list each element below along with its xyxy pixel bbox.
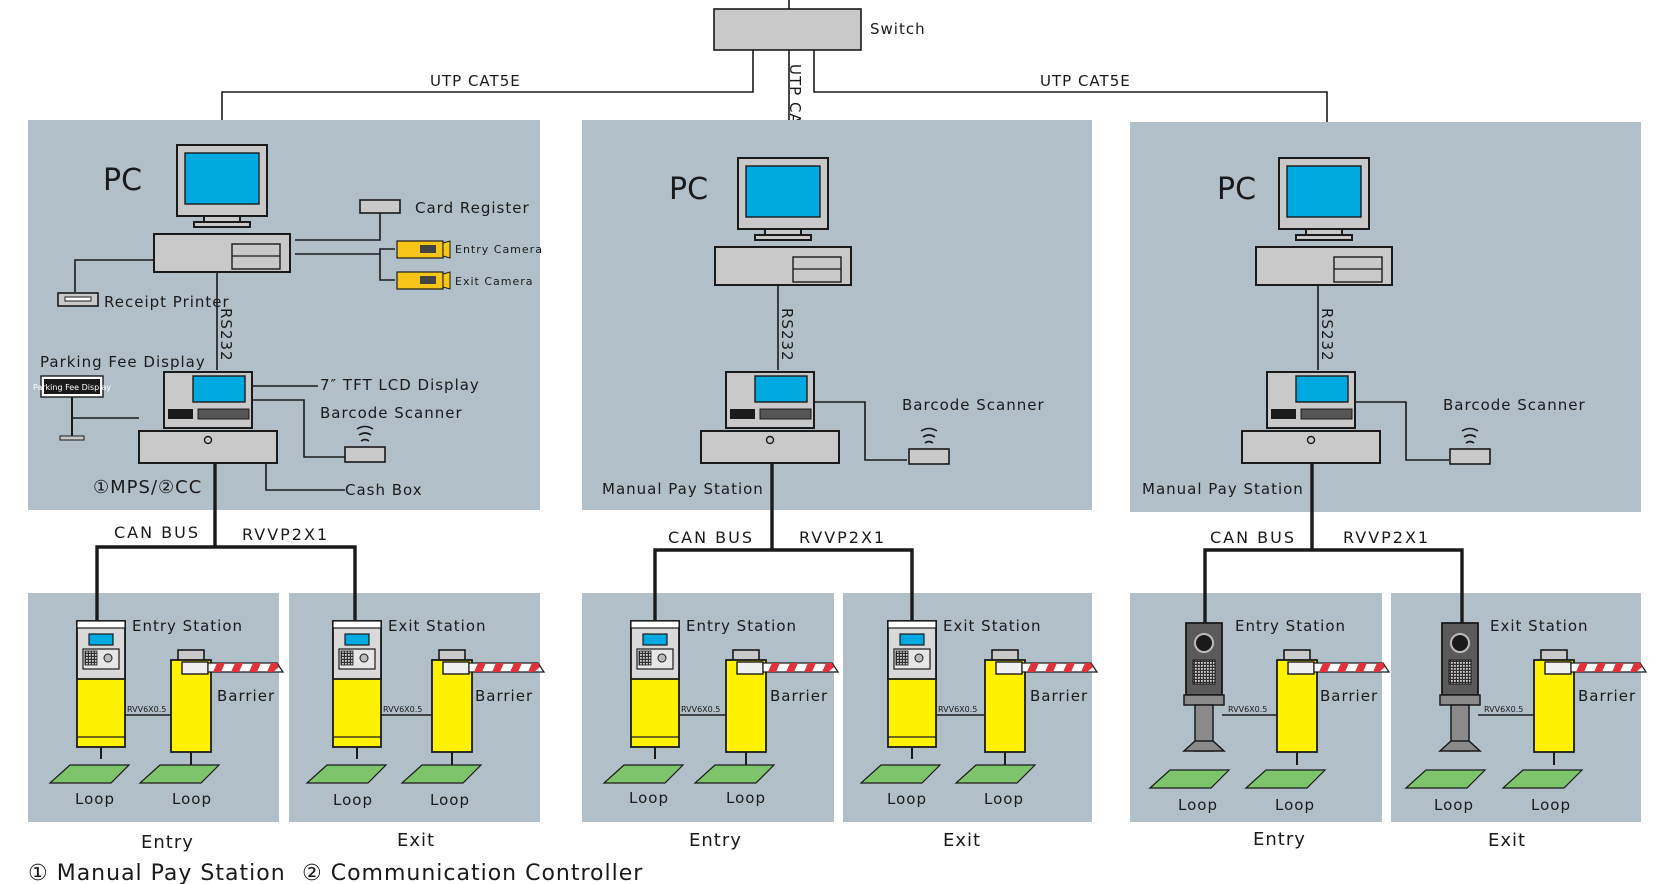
left-loop-label-4: Loop — [430, 791, 470, 809]
center-group-entry-label: Entry — [689, 830, 742, 851]
center-entry-station-label: Entry Station — [686, 617, 797, 635]
parking-fee-display-screen: Parking Fee Display — [33, 383, 112, 392]
parking-fee-display-icon: Parking Fee Display — [33, 375, 112, 441]
center-loop-label-2: Loop — [726, 789, 766, 807]
right-loop-label-1: Loop — [1178, 796, 1218, 814]
center-exit-cable-label: RVV6X0.5 — [938, 705, 977, 714]
left-rvvp-label: RVVP2X1 — [242, 525, 329, 544]
lcd-display-label: 7″ TFT LCD Display — [320, 376, 480, 394]
left-entry-cable-label: RVV6X0.5 — [127, 705, 166, 714]
center-loop-label-4: Loop — [984, 790, 1024, 808]
right-rs232-label: RS232 — [1318, 308, 1336, 362]
right-barrier-label-exit: Barrier — [1578, 687, 1636, 705]
footnote-manual-pay-station: ① Manual Pay Station — [28, 861, 286, 884]
right-station-label: Manual Pay Station — [1142, 480, 1304, 498]
center-loop-label-3: Loop — [887, 790, 927, 808]
center-group-exit-label: Exit — [943, 830, 981, 851]
footnote-communication-controller: ② Communication Controller — [302, 861, 643, 884]
right-loop-label-3: Loop — [1434, 796, 1474, 814]
right-entry-cable-label: RVV6X0.5 — [1228, 705, 1267, 714]
switch-label: Switch — [870, 20, 926, 38]
center-entry-panel — [582, 593, 834, 822]
right-group-entry-label: Entry — [1253, 829, 1306, 850]
center-exit-kiosk — [887, 620, 937, 760]
right-exit-cable-label: RVV6X0.5 — [1484, 705, 1523, 714]
center-can-bus-label: CAN BUS — [668, 528, 754, 547]
right-barcode-scanner-label: Barcode Scanner — [1443, 396, 1586, 414]
left-control-panel — [28, 120, 540, 510]
right-control-panel — [1130, 122, 1641, 512]
center-rs232-label: RS232 — [778, 308, 796, 362]
right-pc-label: PC — [1217, 172, 1256, 207]
link-left — [221, 50, 754, 145]
center-can-bus — [653, 548, 914, 623]
card-register-label: Card Register — [415, 199, 530, 217]
left-group-entry-label: Entry — [141, 832, 194, 853]
left-barcode-scanner-label: Barcode Scanner — [320, 404, 463, 422]
left-entry-station-label: Entry Station — [132, 617, 243, 635]
right-can-bus-label: CAN BUS — [1210, 528, 1296, 547]
right-group-exit-label: Exit — [1488, 830, 1526, 851]
right-can-bus — [1203, 548, 1464, 623]
exit-camera-icon — [396, 271, 451, 290]
center-exit-panel — [843, 593, 1092, 822]
left-can-bus-label: CAN BUS — [114, 523, 200, 542]
left-barrier-label-exit: Barrier — [475, 687, 533, 705]
left-loop-label-2: Loop — [172, 790, 212, 808]
left-can-bus — [95, 545, 357, 623]
left-exit-kiosk — [332, 620, 382, 760]
center-rvvp-label: RVVP2X1 — [799, 528, 886, 547]
left-exit-station-label: Exit Station — [388, 617, 487, 635]
utp-right-label: UTP CAT5E — [1040, 72, 1131, 90]
left-rs232-label: RS232 — [217, 308, 235, 362]
right-rvvp-label: RVVP2X1 — [1343, 528, 1430, 547]
center-loop-label-1: Loop — [629, 789, 669, 807]
center-entry-kiosk — [630, 620, 680, 760]
left-entry-panel — [28, 593, 279, 822]
cash-box-label: Cash Box — [345, 481, 423, 499]
left-exit-cable-label: RVV6X0.5 — [383, 705, 422, 714]
section-left: PC Card Register Entry Camera Exit Camer… — [28, 120, 545, 853]
center-station-label: Manual Pay Station — [602, 480, 764, 498]
network-switch — [713, 8, 862, 51]
left-group-exit-label: Exit — [397, 830, 435, 851]
receipt-printer-icon — [57, 292, 99, 307]
section-right: PC RS232 Manual Pay Station Barcode Scan… — [1130, 122, 1647, 851]
right-barrier-label-entry: Barrier — [1320, 687, 1378, 705]
left-loop-label-1: Loop — [75, 790, 115, 808]
right-exit-station-label: Exit Station — [1490, 617, 1589, 635]
left-entry-kiosk — [76, 620, 126, 760]
center-entry-cable-label: RVV6X0.5 — [681, 705, 720, 714]
right-loop-label-4: Loop — [1531, 796, 1571, 814]
utp-left-label: UTP CAT5E — [430, 72, 521, 90]
center-exit-station-label: Exit Station — [943, 617, 1042, 635]
exit-camera-label: Exit Camera — [455, 275, 534, 288]
card-register-icon — [359, 199, 401, 214]
right-loop-label-2: Loop — [1275, 796, 1315, 814]
entry-camera-label: Entry Camera — [455, 243, 543, 256]
center-barrier-label-exit: Barrier — [1030, 687, 1088, 705]
left-barrier-label-entry: Barrier — [217, 687, 275, 705]
center-barrier-label-entry: Barrier — [770, 687, 828, 705]
receipt-printer-label: Receipt Printer — [104, 293, 230, 311]
entry-camera-icon — [396, 240, 451, 259]
section-center: PC RS232 Manual Pay Station Barcode Scan… — [582, 120, 1098, 851]
center-pc-label: PC — [669, 172, 708, 207]
mps-cc-label: ①MPS/②CC — [93, 477, 202, 498]
right-entry-station-label: Entry Station — [1235, 617, 1346, 635]
parking-fee-display-label: Parking Fee Display — [40, 353, 206, 371]
center-barcode-scanner-label: Barcode Scanner — [902, 396, 1045, 414]
left-loop-label-3: Loop — [333, 791, 373, 809]
left-pc-label: PC — [103, 163, 142, 198]
left-exit-panel — [289, 593, 540, 822]
